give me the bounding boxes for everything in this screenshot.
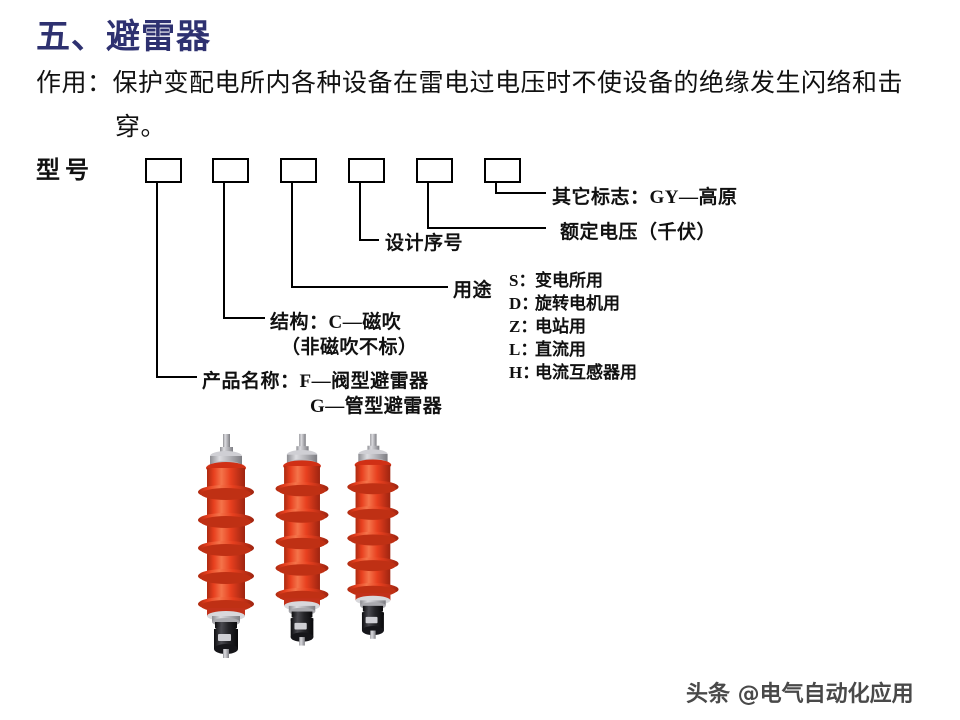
usage-code-row-d: D：旋转电机用: [509, 292, 637, 315]
model-label: 型号: [36, 158, 94, 184]
usage-code-meaning-s: 变电所用: [535, 271, 603, 290]
model-code-box-3[interactable]: [280, 158, 317, 183]
callout-rated-voltage: 额定电压（千伏）: [560, 222, 717, 243]
model-code-box-5[interactable]: [416, 158, 453, 183]
usage-code-row-z: Z：电站用: [509, 315, 637, 338]
model-code-box-4[interactable]: [348, 158, 385, 183]
usage-code-meaning-z: 电站用: [535, 317, 586, 336]
callout-structure-line-2: （非磁吹不标）: [281, 337, 418, 358]
arrester-unit-3: [347, 433, 399, 639]
usage-code-key-h: H：: [509, 363, 540, 382]
callout-other-mark: 其它标志：GY—高原: [552, 187, 738, 208]
purpose-text-line-1: 作用：保护变配电所内各种设备在雷电过电压时不使设备的绝缘发生闪络和击: [36, 70, 904, 97]
model-code-box-2[interactable]: [212, 158, 249, 183]
arrester-photo: [190, 432, 420, 660]
usage-code-meaning-l: 直流用: [535, 340, 586, 359]
callout-product-name-line-2: G—管型避雷器: [310, 396, 443, 417]
usage-code-key-s: S：: [509, 271, 536, 290]
usage-code-key-l: L：: [509, 340, 538, 359]
usage-code-row-l: L：直流用: [509, 338, 637, 361]
usage-code-list: S：变电所用 D：旋转电机用 Z：电站用 L：直流用 H：电流互感器用: [509, 269, 637, 384]
usage-code-key-d: D：: [509, 294, 539, 313]
callout-design-serial: 设计序号: [385, 233, 464, 254]
purpose-text-line-2: 穿。: [115, 114, 167, 141]
model-code-box-1[interactable]: [145, 158, 182, 183]
leader-product-name: [156, 182, 197, 378]
leader-design-serial: [359, 182, 379, 241]
arrester-unit-1: [198, 434, 254, 658]
watermark: 头条 @电气自动化应用: [686, 682, 914, 707]
callout-structure-line-1: 结构：C—磁吹: [270, 312, 402, 333]
model-code-box-6[interactable]: [484, 158, 521, 183]
usage-code-meaning-d: 旋转电机用: [535, 294, 620, 313]
usage-code-row-h: H：电流互感器用: [509, 361, 637, 384]
page-title: 五、避雷器: [36, 19, 211, 56]
usage-code-row-s: S：变电所用: [509, 269, 637, 292]
callout-usage: 用途: [453, 280, 493, 301]
usage-code-key-z: Z：: [509, 317, 538, 336]
usage-code-meaning-h: 电流互感器用: [535, 363, 637, 382]
leader-rated-voltage: [427, 182, 546, 229]
leader-structure: [223, 182, 265, 319]
leader-other-mark: [495, 182, 546, 194]
arrester-unit-2: [275, 433, 329, 646]
callout-product-name-line-1: 产品名称：F—阀型避雷器: [202, 371, 429, 392]
